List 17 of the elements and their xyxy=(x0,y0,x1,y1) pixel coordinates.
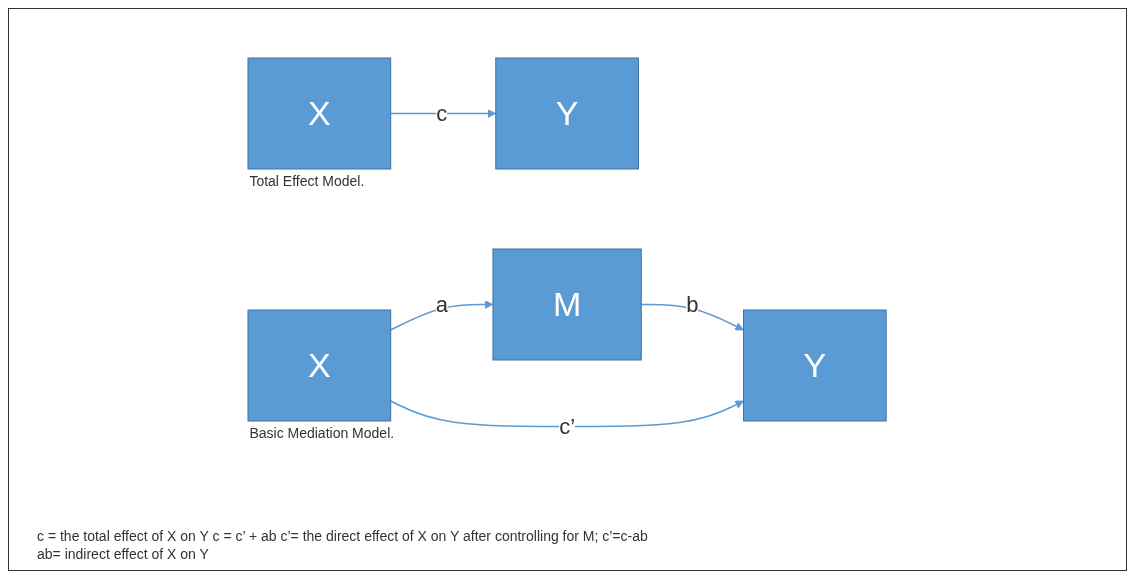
edge-label: c’ xyxy=(559,414,576,439)
node-box: X xyxy=(247,309,392,422)
arrow xyxy=(390,109,497,118)
edge-label: b xyxy=(686,292,699,317)
edge-label: a xyxy=(436,292,449,317)
arrow xyxy=(640,303,745,331)
arrow xyxy=(390,400,745,428)
note-text: c = the total effect of X on Y c = c’ + ab c’= the direct effect of X on Y after controlling for M; c’=c-ab xyxy=(37,528,649,544)
node-box: Y xyxy=(495,57,640,170)
node-box: Y xyxy=(743,309,888,422)
node-box: X xyxy=(247,57,392,170)
caption-text: Basic Mediation Model. xyxy=(249,425,395,441)
note-text: ab= indirect effect of X on Y xyxy=(37,546,210,562)
arrow xyxy=(390,300,494,331)
edge-label: c xyxy=(436,101,448,126)
node-box: M xyxy=(492,248,643,361)
caption-text: Total Effect Model. xyxy=(249,173,365,189)
